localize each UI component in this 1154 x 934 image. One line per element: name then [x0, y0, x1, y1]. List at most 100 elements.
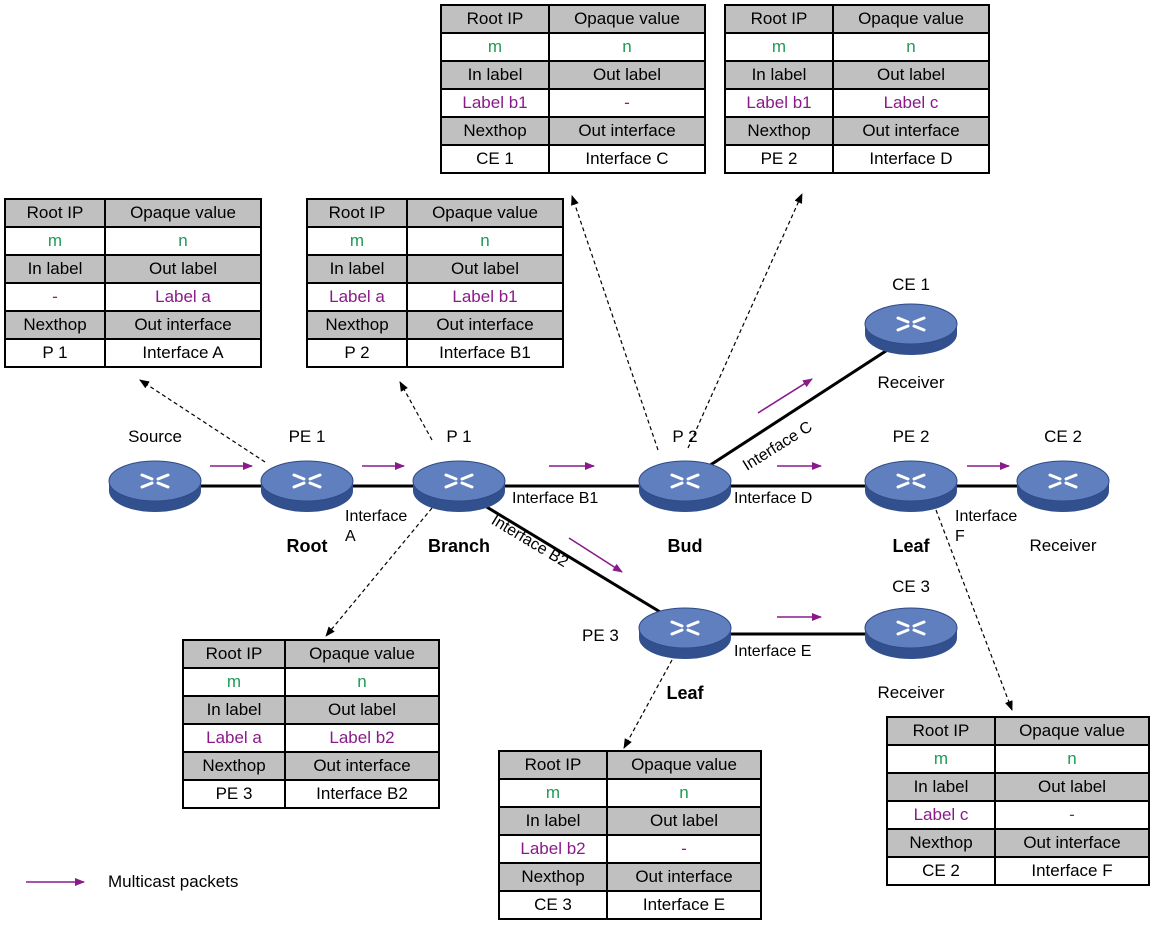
router-icon-source: [108, 460, 202, 512]
link-p1-pe3: [451, 484, 691, 632]
header-opaque-value: Opaque value: [994, 716, 1150, 746]
header-root-ip: Root IP: [440, 4, 550, 34]
out-label-value: Label b1: [406, 282, 564, 312]
in-label-value: -: [4, 282, 106, 312]
packet-arrow-6: [757, 378, 813, 414]
header-in-label: In label: [498, 806, 608, 836]
header-opaque-value: Opaque value: [832, 4, 990, 34]
header-root-ip: Root IP: [724, 4, 834, 34]
node-label-ce3: CE 3: [892, 577, 930, 596]
out-interface-value: Interface F: [994, 856, 1150, 886]
root-ip-value: m: [886, 744, 996, 774]
role-label-ce2: Receiver: [1029, 536, 1097, 555]
header-root-ip: Root IP: [4, 198, 106, 228]
opaque-value: n: [406, 226, 564, 256]
interface-b1-label: Interface B1: [512, 490, 599, 507]
role-label-p2: Bud: [667, 536, 703, 556]
header-out-label: Out label: [104, 254, 262, 284]
header-out-label: Out label: [548, 60, 706, 90]
root-ip-value: m: [440, 32, 550, 62]
pointer-p1-table: [399, 381, 433, 441]
router-icon-ce3: [864, 607, 958, 659]
node-label-pe2: PE 2: [892, 427, 930, 446]
header-nexthop: Nexthop: [440, 116, 550, 146]
out-interface-value: Interface E: [606, 890, 762, 920]
in-label-value: Label b2: [498, 834, 608, 864]
header-out-interface: Out interface: [104, 310, 262, 340]
role-label-pe1: Root: [286, 536, 328, 556]
node-label-source: Source: [128, 427, 182, 446]
interface-d-label: Interface D: [734, 490, 813, 507]
node-label-pe3: PE 3: [582, 626, 619, 645]
out-interface-value: Interface B2: [284, 779, 440, 809]
nexthop-value: CE 3: [498, 890, 608, 920]
node-label-p2: P 2: [672, 427, 698, 446]
header-nexthop: Nexthop: [306, 310, 408, 340]
nexthop-value: P 1: [4, 338, 106, 368]
out-label-value: -: [606, 834, 762, 864]
interface-a-label: Interface: [345, 508, 408, 525]
header-in-label: In label: [306, 254, 408, 284]
header-nexthop: Nexthop: [724, 116, 834, 146]
pointer-p2b-table: [687, 193, 803, 449]
legend-label: Multicast packets: [108, 872, 239, 891]
header-root-ip: Root IP: [182, 639, 286, 669]
root-ip-value: m: [4, 226, 106, 256]
opaque-value: n: [284, 667, 440, 697]
in-label-value: Label b1: [724, 88, 834, 118]
header-opaque-value: Opaque value: [284, 639, 440, 669]
in-label-value: Label a: [182, 723, 286, 753]
out-interface-value: Interface A: [104, 338, 262, 368]
nexthop-value: PE 2: [724, 144, 834, 174]
router-icon-pe1: [260, 460, 354, 512]
role-label-ce3: Receiver: [877, 683, 945, 702]
header-opaque-value: Opaque value: [406, 198, 564, 228]
interface-e-label: Interface E: [734, 643, 812, 660]
router-icon-pe2: [864, 460, 958, 512]
router-icon-p1: [412, 460, 506, 512]
header-root-ip: Root IP: [886, 716, 996, 746]
header-in-label: In label: [182, 695, 286, 725]
nexthop-value: CE 2: [886, 856, 996, 886]
role-label-ce1: Receiver: [877, 373, 945, 392]
header-root-ip: Root IP: [498, 750, 608, 780]
node-label-pe1: PE 1: [288, 427, 326, 446]
opaque-value: n: [832, 32, 990, 62]
pointer-pe2-table: [935, 509, 1013, 711]
router-icon-pe3: [638, 607, 732, 659]
out-interface-value: Interface B1: [406, 338, 564, 368]
root-ip-value: m: [724, 32, 834, 62]
header-out-interface: Out interface: [606, 862, 762, 892]
header-out-interface: Out interface: [284, 751, 440, 781]
header-out-interface: Out interface: [994, 828, 1150, 858]
header-nexthop: Nexthop: [4, 310, 106, 340]
pointer-pe3-table: [623, 659, 673, 749]
interface-a-label-line2: A: [345, 528, 356, 545]
header-out-label: Out label: [606, 806, 762, 836]
header-out-label: Out label: [284, 695, 440, 725]
interface-f-label: Interface: [955, 508, 1018, 525]
header-out-label: Out label: [994, 772, 1150, 802]
header-out-interface: Out interface: [548, 116, 706, 146]
header-in-label: In label: [440, 60, 550, 90]
out-interface-value: Interface C: [548, 144, 706, 174]
out-label-value: Label c: [832, 88, 990, 118]
role-label-p1: Branch: [427, 536, 491, 556]
header-out-interface: Out interface: [406, 310, 564, 340]
nexthop-value: PE 3: [182, 779, 286, 809]
root-ip-value: m: [182, 667, 286, 697]
router-icon-ce1: [864, 303, 958, 355]
header-in-label: In label: [724, 60, 834, 90]
opaque-value: n: [548, 32, 706, 62]
header-out-interface: Out interface: [832, 116, 990, 146]
header-nexthop: Nexthop: [498, 862, 608, 892]
nexthop-value: CE 1: [440, 144, 550, 174]
header-out-label: Out label: [832, 60, 990, 90]
